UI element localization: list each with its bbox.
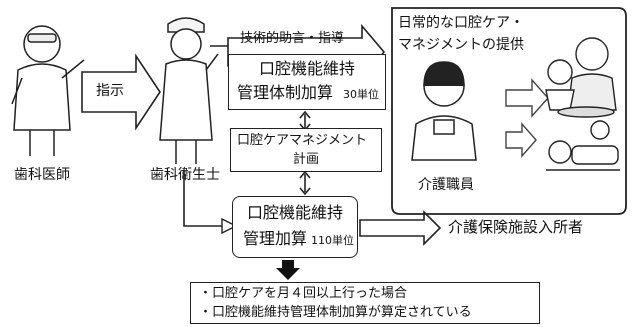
daily-care-line2: マネジメントの提供 [398,37,524,53]
hygienist-label: 歯科衛生士 [150,167,220,183]
conditions-arrow [276,260,300,280]
maintenance-addition-box: 口腔機能維持 管理加算 110単位 [232,196,358,258]
advice-label: 技術的助言・指導 [240,31,345,46]
care-plan-line2: 計画 [293,152,320,167]
care-staff-label: 介護職員 [418,177,474,193]
maintenance-addition-units: 110単位 [311,234,354,247]
care-plan-line1: 口腔ケアマネジメント [237,133,368,148]
dentist-figure [11,25,85,156]
resident-lying-figure [546,120,620,171]
system-addition-box: 口腔機能維持 管理体制加算 30単位 [228,54,386,110]
care-to-residents-arrow-2 [505,122,537,158]
system-addition-line2: 管理体制加算 [237,83,334,102]
condition-item: ・口腔ケアを月４回以上行った場合 [199,286,408,301]
condition-item: ・口腔機能維持管理体制加算が算定されている [199,305,472,320]
system-addition-units: 30単位 [343,88,379,101]
hygienist-to-maintenance [183,170,232,227]
maintenance-addition-line2: 管理加算 [243,229,308,248]
to-residents-arrow [359,210,442,246]
system-addition-line1: 口腔機能維持 [259,59,356,78]
instruction-arrow [81,53,161,131]
care-area-frame [391,7,627,215]
maintenance-addition-line1: 口腔機能維持 [247,203,344,222]
daily-care-line1: 日常的な口腔ケア・ [398,15,524,31]
care-plan-box: 口腔ケアマネジメント 計画 [230,128,382,172]
conditions-box: ・口腔ケアを月４回以上行った場合 ・口腔機能維持管理体制加算が算定されている [190,282,540,324]
care-to-residents-arrow-1 [505,78,549,118]
residents-label: 介護保険施設入所者 [448,218,584,236]
dentist-label: 歯科医師 [14,167,70,183]
double-arrow-lower [299,170,311,196]
care-staff-figure [411,61,477,161]
hygienist-figure [159,17,219,164]
resident-eating-figure [545,37,617,118]
instruction-label: 指示 [96,83,124,99]
